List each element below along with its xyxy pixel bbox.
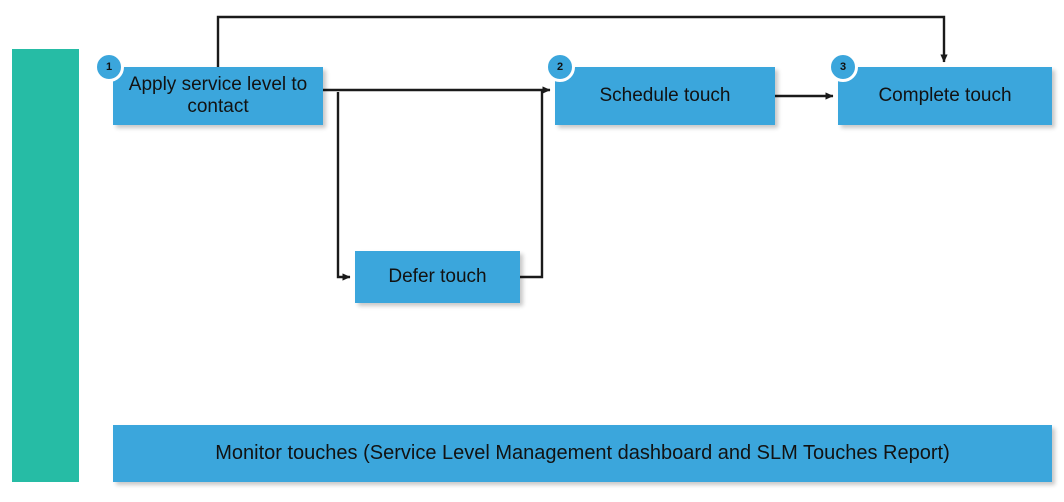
node-defer-touch[interactable]: Defer touch — [355, 251, 520, 303]
node-label: Monitor touches (Service Level Managemen… — [215, 441, 950, 464]
step-badge-number: 2 — [556, 61, 564, 73]
step-badge-3: 3 — [828, 52, 858, 82]
step-badge-number: 1 — [105, 61, 113, 73]
node-label: Apply service level to contact — [128, 73, 308, 117]
node-label: Defer touch — [388, 265, 487, 287]
step-badge-1: 1 — [94, 52, 124, 82]
step-badge-number: 3 — [839, 61, 847, 73]
node-label: Schedule touch — [599, 84, 731, 106]
node-label: Complete touch — [878, 84, 1012, 106]
node-monitor-touches[interactable]: Monitor touches (Service Level Managemen… — [113, 425, 1052, 482]
node-apply-service-level[interactable]: Apply service level to contact — [113, 67, 323, 125]
node-schedule-touch[interactable]: Schedule touch — [555, 67, 775, 125]
step-badge-2: 2 — [545, 52, 575, 82]
edge-apply-to-defer — [336, 92, 351, 281]
swimlane-advisor: Advisor — [12, 49, 79, 482]
swimlane-label: Advisor — [12, 0, 79, 116]
node-complete-touch[interactable]: Complete touch — [838, 67, 1052, 125]
edge-defer-to-schedule — [520, 91, 544, 279]
